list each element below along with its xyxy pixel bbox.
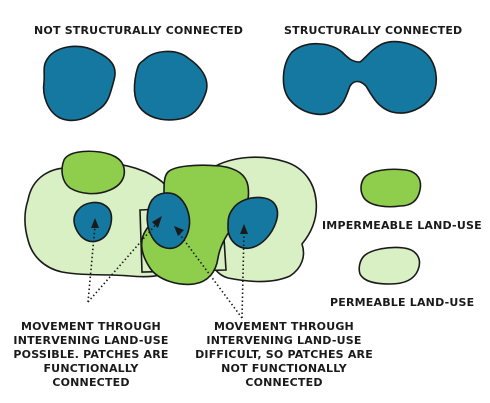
legend-impermeable-label: IMPERMEABLE LAND-USE bbox=[322, 219, 482, 232]
caption-right-line: MOVEMENT THROUGH bbox=[214, 320, 354, 333]
habitat-patch-top-left-a bbox=[42, 45, 116, 122]
caption-right-line: CONNECTED bbox=[245, 376, 323, 389]
arrow-line-right-to-middle-patch bbox=[177, 231, 243, 319]
impermeable-land-top-left bbox=[61, 150, 126, 195]
legend-permeable-label: PERMEABLE LAND-USE bbox=[330, 296, 475, 309]
emphasis-not: NOT bbox=[221, 362, 248, 375]
arrowhead-right-patch bbox=[240, 224, 248, 234]
caption-not-functionally-connected: MOVEMENT THROUGH INTERVENING LAND-USE DI… bbox=[192, 320, 376, 390]
caption-left-line: INTERVENING LAND-USE bbox=[13, 334, 169, 347]
movement-arrows bbox=[87, 216, 248, 319]
legend-impermeable-swatch bbox=[360, 168, 422, 208]
arrowhead-middle-from-right bbox=[174, 226, 184, 236]
caption-left-line: FUNCTIONALLY bbox=[43, 362, 139, 375]
caption-right-line-rest: FUNCTIONALLY bbox=[247, 362, 347, 375]
arrowhead-left-patch bbox=[91, 218, 99, 228]
caption-left-line: CONNECTED bbox=[52, 376, 130, 389]
label-structurally-connected: STRUCTURALLY CONNECTED bbox=[284, 24, 463, 37]
habitat-patch-top-left-b bbox=[133, 50, 208, 121]
arrow-line-left-to-left-patch bbox=[87, 225, 96, 303]
caption-left-line: MOVEMENT THROUGH bbox=[21, 320, 161, 333]
habitat-patch-landscape-right bbox=[227, 196, 279, 250]
legend-permeable-swatch bbox=[358, 246, 421, 285]
arrow-line-left-to-middle-patch bbox=[87, 221, 159, 303]
arrowhead-middle-from-left bbox=[152, 216, 162, 228]
caption-right-line: INTERVENING LAND-USE bbox=[206, 334, 362, 347]
caption-right-line: DIFFICULT, SO PATCHES ARE bbox=[195, 348, 373, 361]
caption-left-line: POSSIBLE. PATCHES ARE bbox=[13, 348, 169, 361]
caption-right-line-not: NOT FUNCTIONALLY bbox=[221, 362, 347, 376]
habitat-patch-top-right-joined bbox=[282, 40, 438, 116]
label-not-structurally-connected: NOT STRUCTURALLY CONNECTED bbox=[34, 24, 244, 37]
habitat-patch-landscape-middle bbox=[146, 192, 191, 250]
caption-functionally-connected: MOVEMENT THROUGH INTERVENING LAND-USE PO… bbox=[13, 320, 168, 390]
habitat-patch-landscape-left bbox=[73, 201, 113, 243]
